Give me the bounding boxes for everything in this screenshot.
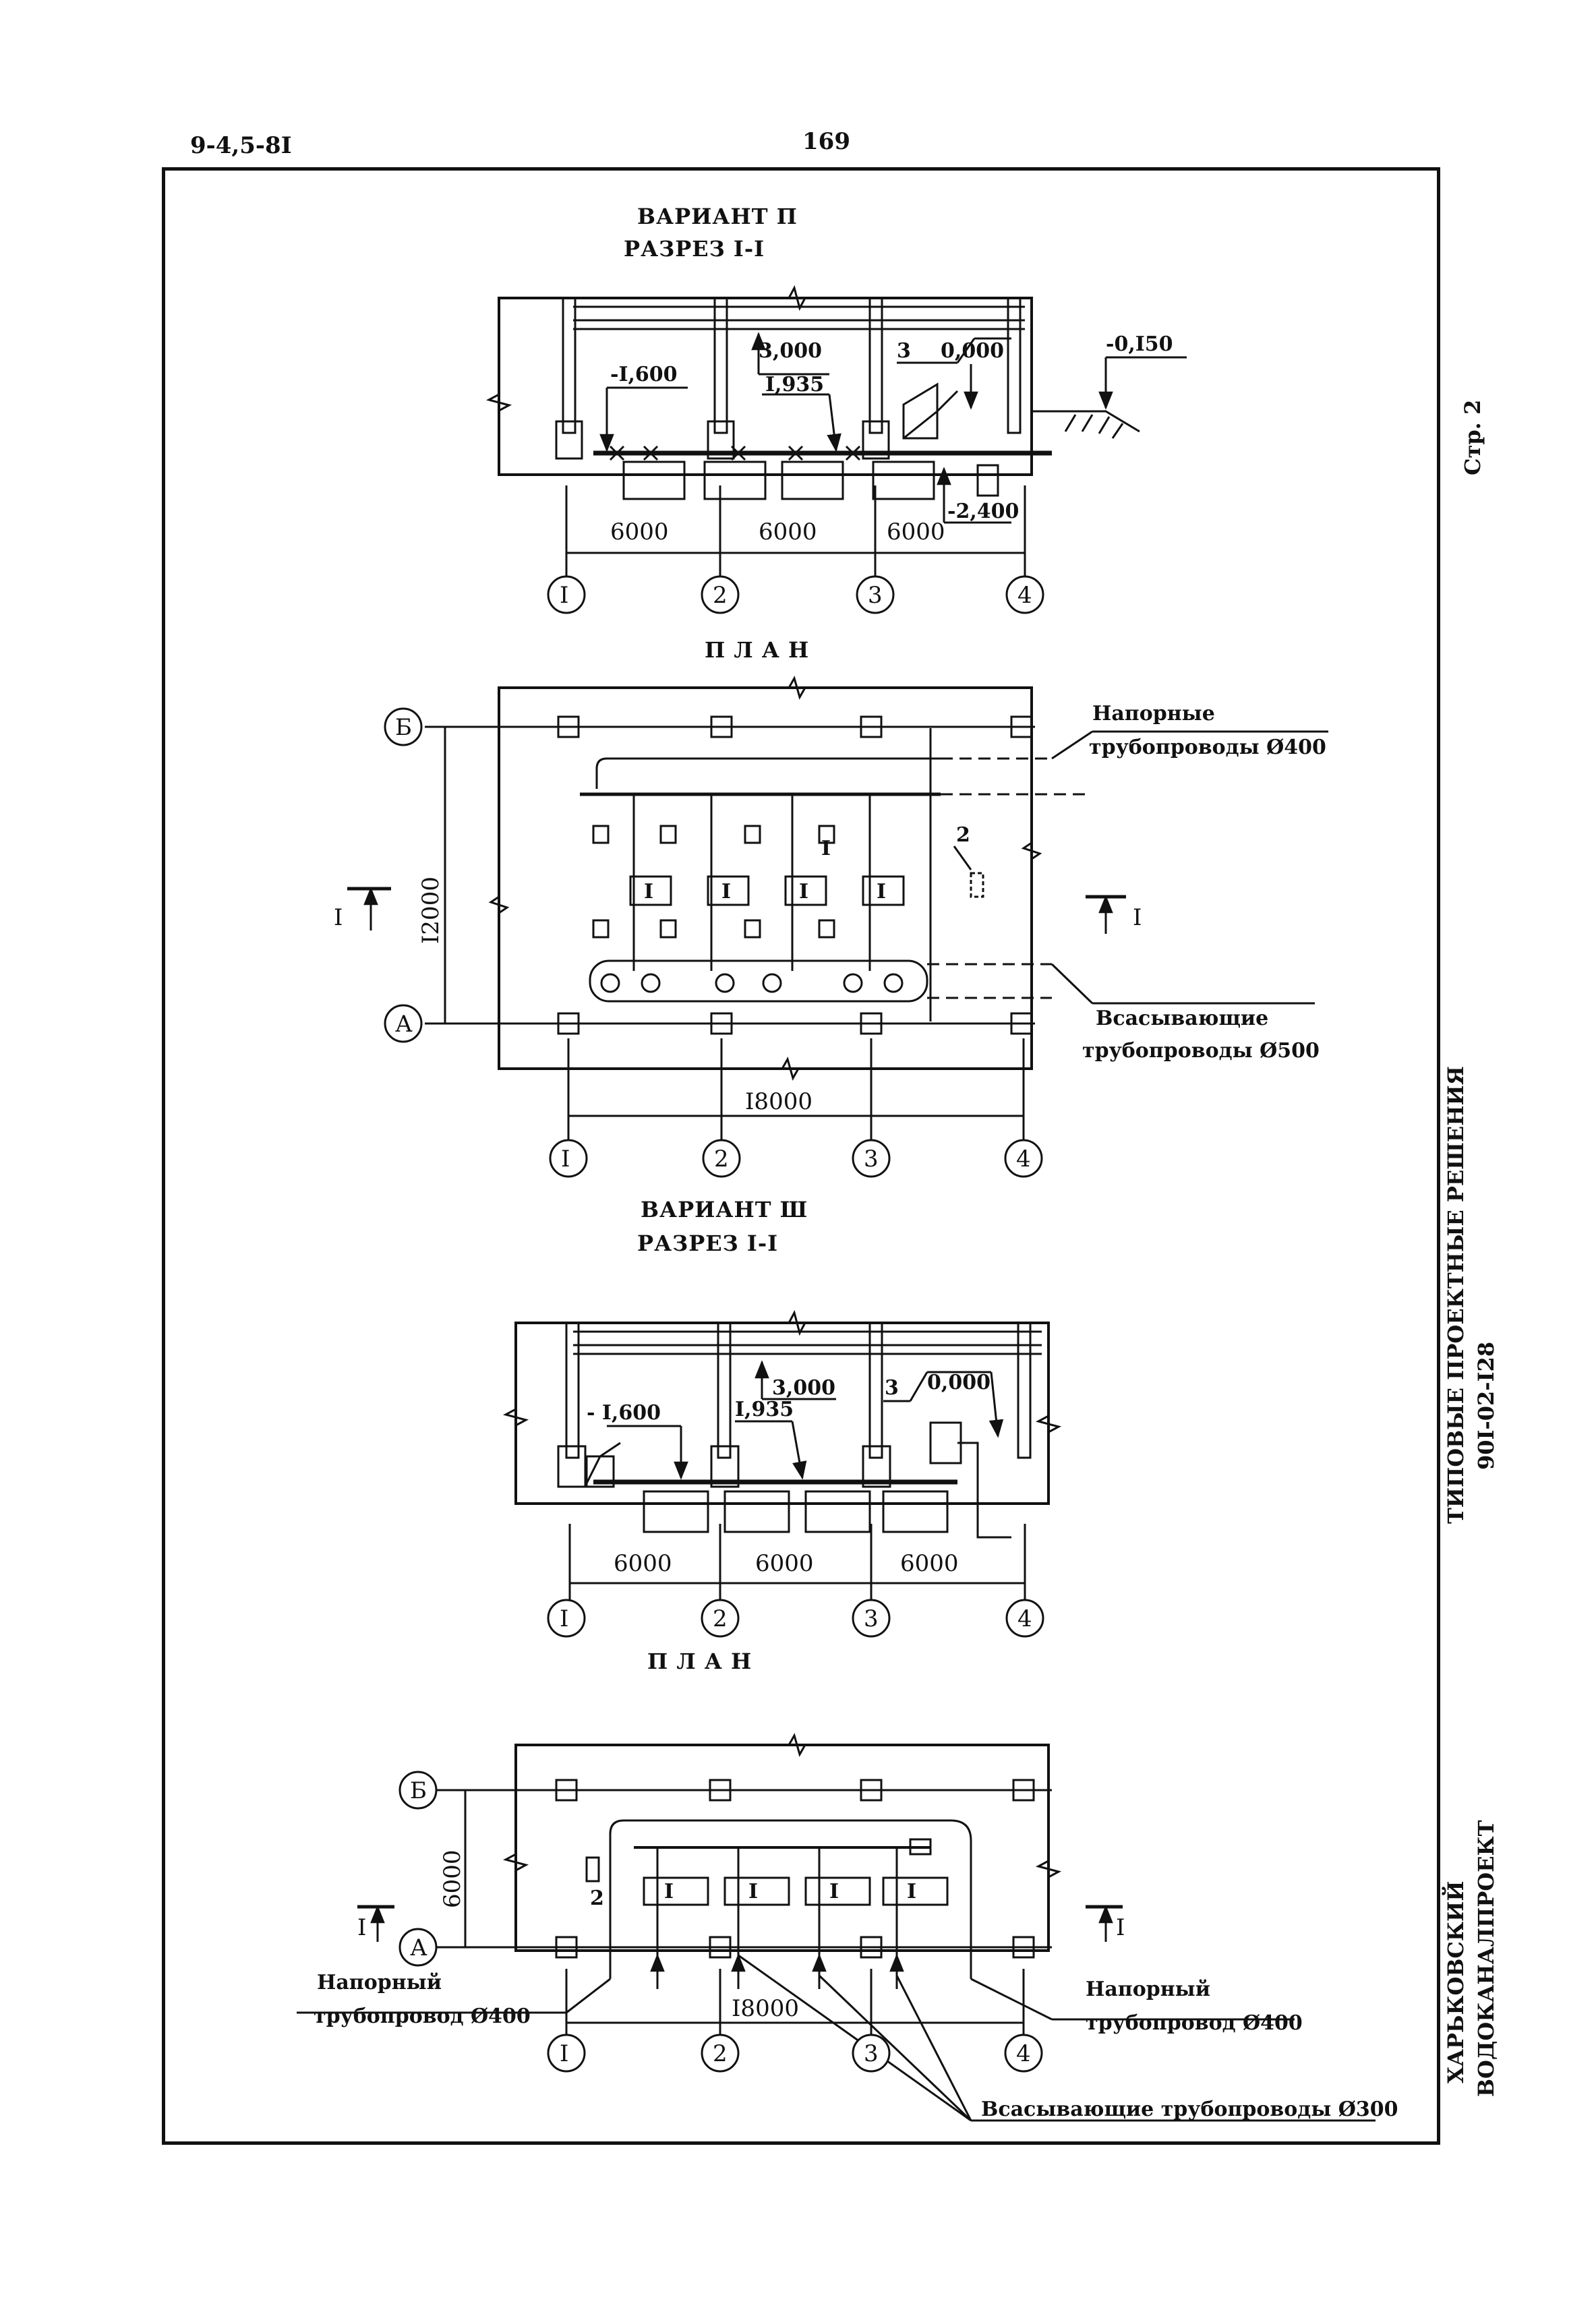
variant-3-title: ВАРИАНТ Ш [641, 1197, 808, 1222]
v2-pump-4-label: I [877, 880, 886, 903]
v2-section-axis-2: 2 [713, 582, 728, 609]
v2-width-dim: I2000 [417, 877, 444, 944]
v3-plan-axis-2: 2 [713, 2040, 728, 2067]
v2-pump-2-label: I [721, 880, 731, 903]
variant-2-section [485, 285, 1187, 587]
variant-2-section-axes [547, 575, 1044, 614]
side-series-code: 90I-02-I28 [1473, 1342, 1499, 1470]
v2-row-b: Б [395, 714, 412, 741]
v2-pressure-label-2: трубопроводы Ø400 [1089, 736, 1326, 759]
v2-span-3: 6000 [887, 518, 945, 545]
side-page-ref: Стр. 2 [1460, 400, 1485, 475]
v2-span-1: 6000 [610, 518, 669, 545]
v2-plan-axis-3: 3 [864, 1146, 879, 1173]
v2-pressure-label-1: Напорные [1092, 702, 1215, 725]
v3-pump-2-label: I [748, 1880, 758, 1903]
v2-cut-right: I [1133, 904, 1142, 931]
v2-length-dim: I8000 [745, 1088, 812, 1115]
v2-elev-0150: -0,I50 [1106, 332, 1173, 356]
v3-section-axis-1: I [560, 1605, 568, 1632]
v3-pump-4-label: I [907, 1880, 916, 1903]
v3-cut-right: I [1116, 1914, 1125, 1941]
variant-3-plan [297, 1733, 1376, 2122]
variant-2-plan-title: П Л А Н [705, 637, 809, 663]
drawing-frame [162, 167, 1440, 2145]
v2-suction-label-1: Всасывающие [1096, 1007, 1268, 1030]
v2-elev-1935: I,935 [765, 373, 824, 396]
document-code: 9-4,5-8I [190, 132, 292, 159]
v3-row-a: А [410, 1934, 427, 1961]
v2-pump-3-label: I [799, 880, 808, 903]
v3-elev-1600: - I,600 [587, 1401, 661, 1425]
v2-section-axis-1: I [560, 582, 568, 609]
v3-span-1: 6000 [614, 1550, 672, 1577]
side-org-line-2: ВОДОКАНАЛПРОЕКТ [1473, 1820, 1499, 2097]
variant-2-plan-axes [384, 707, 1043, 1178]
variant-3-plan-title: П Л А Н [647, 1649, 752, 1674]
v2-item-2: 2 [956, 823, 970, 847]
v3-cut-left: I [357, 1914, 366, 1941]
variant-2-section-title: РАЗРЕЗ I-I [624, 236, 765, 262]
v3-elev-1935: I,935 [735, 1398, 794, 1421]
v3-plan-axis-1: I [560, 2040, 568, 2067]
v3-pressure-right-1: Напорный [1086, 1978, 1210, 2001]
v3-pump-1-label: I [664, 1880, 674, 1903]
v2-section-axis-4: 4 [1017, 582, 1032, 609]
v2-span-2: 6000 [759, 518, 817, 545]
v2-pump-1-label: I [644, 880, 653, 903]
v2-cut-left: I [334, 904, 343, 931]
v3-elev-3000: 3,000 [772, 1376, 835, 1400]
v2-item-3: 3 [897, 339, 911, 363]
v3-section-axis-2: 2 [713, 1605, 728, 1632]
v3-span-3: 6000 [900, 1550, 959, 1577]
variant-2-title: ВАРИАНТ П [637, 204, 798, 229]
v3-section-axis-4: 4 [1017, 1605, 1032, 1632]
v3-pressure-left-2: трубопровод Ø400 [314, 2005, 531, 2028]
variant-3-section-axes [547, 1599, 1044, 1638]
v3-plan-axis-3: 3 [864, 2040, 879, 2067]
v3-plan-axis-4: 4 [1016, 2040, 1031, 2067]
v2-plan-axis-1: I [561, 1146, 570, 1173]
v3-section-axis-3: 3 [864, 1605, 879, 1632]
v2-elev-2400: -2,400 [947, 500, 1019, 523]
v3-span-2: 6000 [755, 1550, 814, 1577]
side-org-line-1: ХАРЬКОВСКИЙ [1442, 1881, 1469, 2083]
v2-plan-axis-2: 2 [714, 1146, 729, 1173]
v2-plan-axis-4: 4 [1016, 1146, 1031, 1173]
v2-elev-1600: -I,600 [610, 363, 678, 386]
v2-section-axis-3: 3 [868, 582, 883, 609]
v3-width-dim: 6000 [439, 1849, 466, 1908]
v3-row-b: Б [410, 1777, 427, 1804]
v3-length-dim: I8000 [732, 1995, 799, 2022]
v3-pressure-right-2: трубопровод Ø400 [1086, 2011, 1303, 2035]
v3-elev-0000: 0,000 [927, 1371, 991, 1394]
side-series-title: ТИПОВЫЕ ПРОЕКТНЫЕ РЕШЕНИЯ [1443, 1066, 1469, 1524]
v2-row-a: А [395, 1011, 413, 1038]
v3-item-3: 3 [885, 1376, 899, 1400]
variant-2-plan [347, 676, 1328, 1146]
v2-elev-3000: 3,000 [759, 339, 822, 363]
v2-elev-0000: 0,000 [941, 339, 1004, 363]
v3-suction-label: Всасывающие трубопроводы Ø300 [981, 2098, 1398, 2121]
variant-3-section [502, 1309, 1062, 1611]
v3-item-2: 2 [590, 1887, 604, 1910]
v3-pump-3-label: I [829, 1880, 839, 1903]
variant-3-plan-axes [398, 1771, 1043, 2073]
v2-suction-label-2: трубопроводы Ø500 [1082, 1039, 1320, 1063]
variant-3-section-title: РАЗРЕЗ I-I [637, 1231, 778, 1256]
page-number: 169 [802, 128, 850, 155]
v2-pump-ref-label: I [821, 837, 831, 860]
v3-pressure-left-1: Напорный [317, 1971, 442, 1994]
